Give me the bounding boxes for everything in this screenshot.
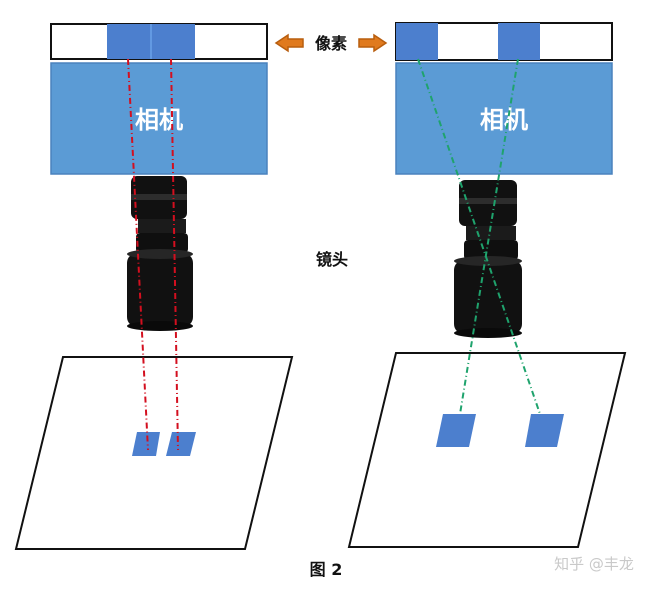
left-lens-top-groove <box>131 194 187 200</box>
left-target-a <box>132 432 160 456</box>
right-pixel-left <box>396 23 438 60</box>
left-ray-1 <box>127 58 149 451</box>
lens-label: 镜头 <box>316 250 348 269</box>
left-target-b <box>166 432 196 456</box>
right-camera-body-border <box>395 62 613 175</box>
right-system: 相机 <box>347 22 627 548</box>
right-target-b <box>525 414 564 447</box>
left-system: 相机 <box>14 23 294 550</box>
right-lens-main-barrel <box>454 260 522 334</box>
right-ray-2 <box>459 58 519 415</box>
watermark-text: 知乎 @丰龙 <box>554 555 634 573</box>
right-camera-body <box>396 63 612 174</box>
left-pixel-2 <box>151 24 195 59</box>
pixel-label: 像素 <box>315 34 347 53</box>
right-lens-bottom-ellipse <box>454 328 522 338</box>
right-lens-ring-2 <box>464 240 518 260</box>
left-pixel-1 <box>107 24 151 59</box>
left-lens-top-ellipse <box>127 249 193 259</box>
right-ray-1 <box>417 58 541 415</box>
left-lens-main-barrel <box>127 253 193 327</box>
right-lens-top-groove <box>459 198 517 204</box>
figure-caption: 图 2 <box>310 560 343 579</box>
right-object-plane <box>347 352 627 548</box>
right-arrow-icon <box>358 33 388 53</box>
left-ray-2 <box>170 58 179 451</box>
pixel-callout: 像素 <box>274 33 388 53</box>
left-lens-bottom-ellipse <box>127 321 193 331</box>
left-lens <box>127 176 193 331</box>
left-lens-mid-ring <box>138 219 186 233</box>
right-pixel-right <box>498 23 540 60</box>
right-target-a <box>436 414 476 447</box>
right-lens <box>454 180 522 338</box>
left-arrow-icon <box>274 33 304 53</box>
left-camera-body <box>51 63 267 174</box>
left-camera-label: 相机 <box>135 106 183 134</box>
left-lens-ring-2 <box>136 233 188 253</box>
right-camera-label: 相机 <box>480 106 528 134</box>
left-camera-body-border <box>50 62 268 175</box>
